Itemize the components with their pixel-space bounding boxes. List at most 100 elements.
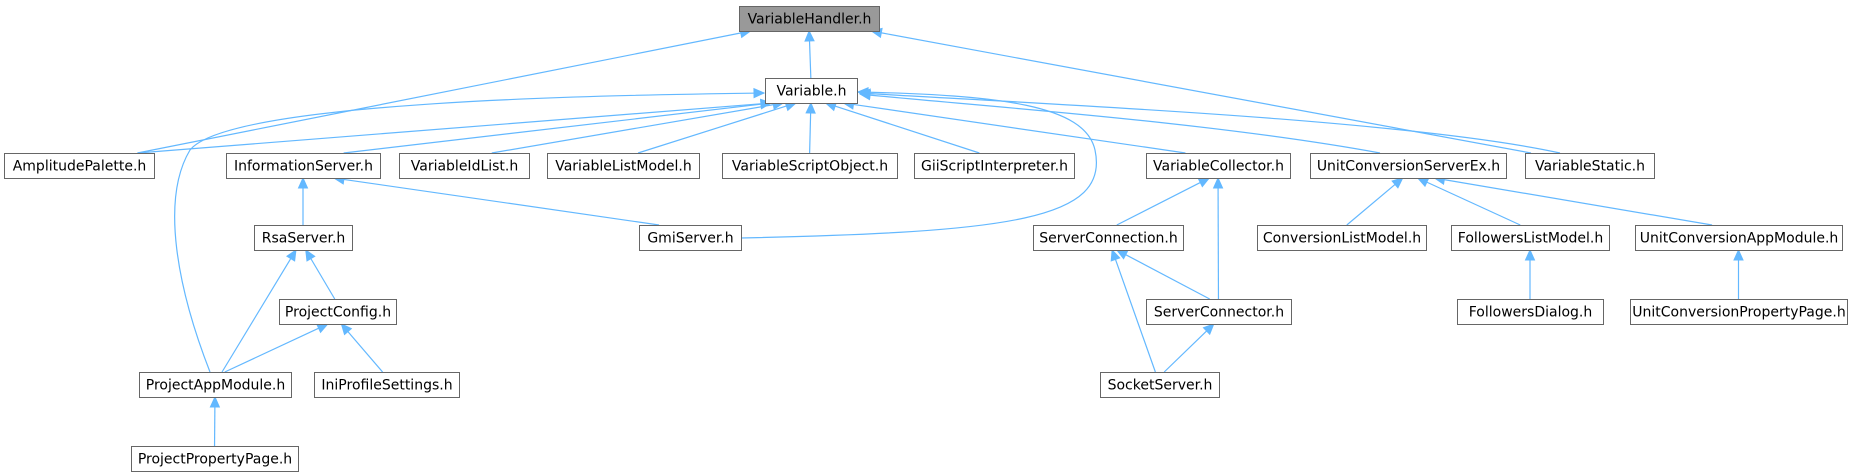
node-box-projectappmodule: [139, 372, 292, 398]
edge-informationserver-to-variable: [343, 103, 763, 154]
arrowhead-rsaserver-to-informationserver: [297, 176, 309, 189]
node-label-followerslistmodel: FollowersListModel.h: [1458, 231, 1603, 247]
edge-socketserver-to-serverconnector: [1163, 329, 1208, 373]
node-label-giiscriptinterpreter: GiiScriptInterpreter.h: [921, 159, 1068, 175]
edge-variable-to-variablehandler: [808, 39, 812, 79]
node-unitconversionappmodule[interactable]: UnitConversionAppModule.h: [1635, 225, 1843, 251]
node-box-serverconnection: [1033, 225, 1184, 251]
edge-amplitudepalette-to-variable: [137, 103, 763, 154]
arrowhead-followersdialog-to-followerslistmodel: [1524, 248, 1536, 261]
node-box-variablelistmodel: [547, 153, 700, 179]
node-box-informationserver: [226, 153, 381, 179]
node-variable[interactable]: Variable.h: [765, 78, 858, 104]
node-rsaserver[interactable]: RsaServer.h: [254, 225, 353, 251]
nodes-layer: VariableHandler.hVariable.hAmplitudePale…: [4, 6, 1848, 472]
node-variablehandler[interactable]: VariableHandler.h: [739, 6, 880, 32]
node-box-projectconfig: [279, 299, 397, 325]
edge-followerslistmodel-to-unitconversionserverex: [1425, 181, 1521, 226]
edge-giiscriptinterpreter-to-variable: [834, 105, 980, 154]
arrowhead-followerslistmodel-to-unitconversionserverex: [1416, 177, 1430, 188]
node-label-gmiserver: GmiServer.h: [647, 231, 733, 247]
node-label-rsaserver: RsaServer.h: [262, 231, 346, 247]
node-serverconnection[interactable]: ServerConnection.h: [1033, 225, 1184, 251]
node-box-iniprofilesettings: [314, 372, 460, 398]
node-variablescriptobject[interactable]: VariableScriptObject.h: [722, 153, 898, 179]
node-projectappmodule[interactable]: ProjectAppModule.h: [139, 372, 292, 398]
node-box-variablecollector: [1146, 153, 1291, 179]
node-box-socketserver: [1100, 372, 1220, 398]
arrowhead-iniprofilesettings-to-projectconfig: [340, 323, 353, 336]
node-variableidlist[interactable]: VariableIdList.h: [399, 153, 530, 179]
edge-iniprofilesettings-to-projectconfig: [346, 330, 384, 373]
edge-variablescriptobject-to-variable: [809, 111, 812, 154]
node-box-serverconnector: [1146, 299, 1292, 325]
node-projectconfig[interactable]: ProjectConfig.h: [279, 299, 397, 325]
node-label-projectappmodule: ProjectAppModule.h: [146, 378, 285, 394]
node-label-variable: Variable.h: [776, 84, 846, 100]
node-label-serverconnection: ServerConnection.h: [1039, 231, 1177, 247]
edge-variableidlist-to-variable: [491, 103, 775, 154]
node-followersdialog[interactable]: FollowersDialog.h: [1457, 299, 1604, 325]
arrowhead-projectappmodule-to-rsaserver: [286, 248, 297, 262]
edge-projectappmodule-to-variable: [174, 92, 765, 373]
node-socketserver[interactable]: SocketServer.h: [1100, 372, 1220, 398]
node-projectpropertypage[interactable]: ProjectPropertyPage.h: [131, 446, 299, 472]
edge-projectappmodule-to-rsaserver: [221, 257, 292, 373]
node-label-projectpropertypage: ProjectPropertyPage.h: [138, 452, 292, 468]
node-label-unitconversionpropertypage: UnitConversionPropertyPage.h: [1632, 305, 1845, 321]
edge-gmiserver-to-variable: [740, 91, 1097, 239]
edge-unitconversionappmodule-to-unitconversionserverex: [1443, 178, 1713, 226]
node-label-serverconnector: ServerConnector.h: [1154, 305, 1284, 321]
node-box-rsaserver: [254, 225, 353, 251]
node-label-variablescriptobject: VariableScriptObject.h: [732, 159, 888, 175]
node-iniprofilesettings[interactable]: IniProfileSettings.h: [314, 372, 460, 398]
node-label-variablehandler: VariableHandler.h: [748, 12, 872, 28]
edge-variablestatic-to-variablehandler: [880, 32, 1532, 154]
edges-layer: [137, 27, 1744, 447]
node-followerslistmodel[interactable]: FollowersListModel.h: [1451, 225, 1610, 251]
node-gmiserver[interactable]: GmiServer.h: [639, 225, 742, 251]
node-box-variable: [765, 78, 858, 104]
edge-serverconnector-to-serverconnection: [1124, 253, 1210, 300]
node-box-followerslistmodel: [1451, 225, 1610, 251]
node-label-amplitudepalette: AmplitudePalette.h: [13, 159, 147, 175]
node-box-followersdialog: [1457, 299, 1604, 325]
arrowhead-projectappmodule-to-variable: [753, 87, 766, 99]
node-variablelistmodel[interactable]: VariableListModel.h: [547, 153, 700, 179]
node-giiscriptinterpreter[interactable]: GiiScriptInterpreter.h: [914, 153, 1075, 179]
node-box-gmiserver: [639, 225, 742, 251]
arrowhead-projectpropertypage-to-projectappmodule: [209, 395, 221, 408]
node-box-variablehandler: [739, 6, 880, 32]
node-variablecollector[interactable]: VariableCollector.h: [1146, 153, 1291, 179]
edge-conversionlistmodel-to-unitconversionserverex: [1346, 183, 1397, 226]
node-serverconnector[interactable]: ServerConnector.h: [1146, 299, 1292, 325]
edge-amplitudepalette-to-variablehandler: [137, 32, 742, 154]
node-label-variablestatic: VariableStatic.h: [1535, 159, 1645, 175]
arrowhead-gmiserver-to-variable: [856, 86, 869, 98]
node-unitconversionserverex[interactable]: UnitConversionServerEx.h: [1310, 153, 1507, 179]
node-label-conversionlistmodel: ConversionListModel.h: [1263, 231, 1421, 247]
arrowhead-conversionlistmodel-to-unitconversionserverex: [1391, 177, 1404, 189]
arrowhead-unitconversionpropertypage-to-unitconversionappmodule: [1733, 248, 1744, 261]
node-informationserver[interactable]: InformationServer.h: [226, 153, 381, 179]
node-box-variablestatic: [1525, 153, 1655, 179]
node-unitconversionpropertypage[interactable]: UnitConversionPropertyPage.h: [1630, 299, 1848, 325]
edge-variablestatic-to-variable: [859, 92, 1561, 154]
edge-gmiserver-to-informationserver: [342, 178, 660, 226]
node-box-giiscriptinterpreter: [914, 153, 1075, 179]
node-label-followersdialog: FollowersDialog.h: [1469, 305, 1593, 321]
node-label-projectconfig: ProjectConfig.h: [285, 305, 391, 321]
node-label-unitconversionserverex: UnitConversionServerEx.h: [1317, 159, 1500, 175]
node-box-amplitudepalette: [4, 153, 155, 179]
node-box-variableidlist: [399, 153, 530, 179]
node-label-iniprofilesettings: IniProfileSettings.h: [321, 378, 452, 394]
edge-socketserver-to-serverconnection: [1114, 258, 1156, 373]
node-conversionlistmodel[interactable]: ConversionListModel.h: [1257, 225, 1427, 251]
node-label-informationserver: InformationServer.h: [234, 159, 373, 175]
edge-variablecollector-to-variable: [852, 103, 1186, 154]
node-amplitudepalette[interactable]: AmplitudePalette.h: [4, 153, 155, 179]
node-variablestatic[interactable]: VariableStatic.h: [1525, 153, 1655, 179]
edge-projectappmodule-to-projectconfig: [224, 327, 320, 373]
node-label-variablelistmodel: VariableListModel.h: [555, 159, 692, 175]
